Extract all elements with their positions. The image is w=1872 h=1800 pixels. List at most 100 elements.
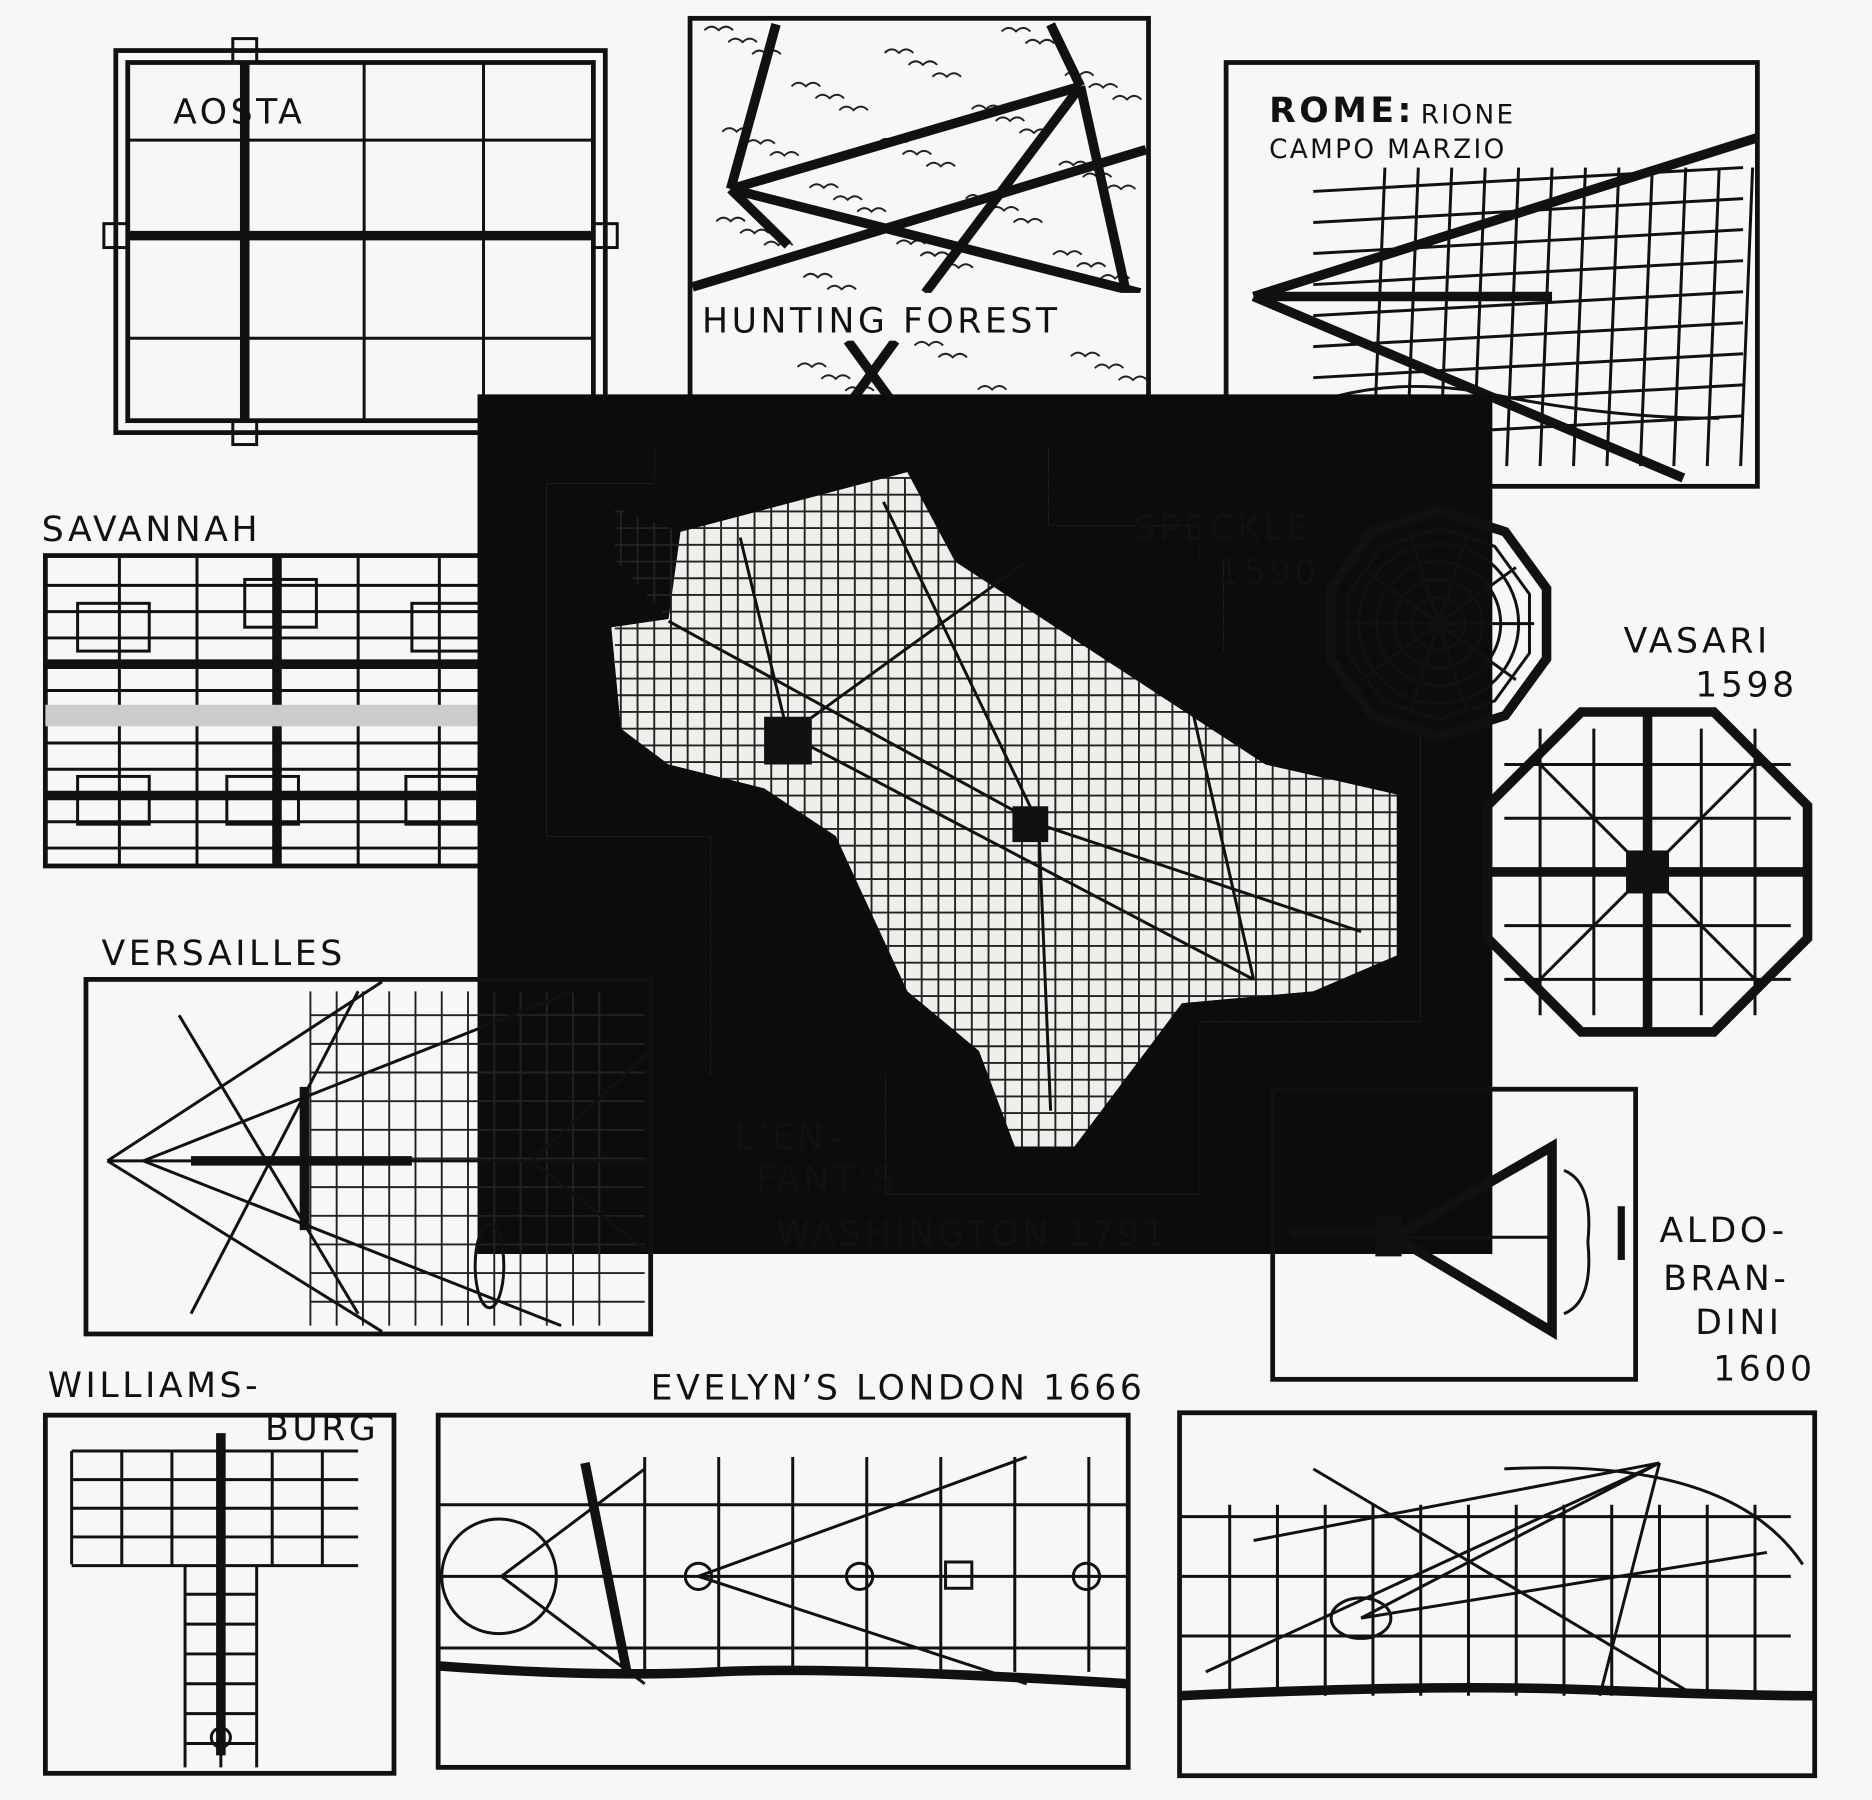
washington-avenue: [1038, 822, 1362, 934]
london-alt-avenue: [1598, 1462, 1661, 1697]
vasari-outer-wall: [1482, 707, 1813, 1037]
forest-tree-mark: [1117, 375, 1148, 382]
versailles-avenue: [106, 1159, 383, 1333]
aosta-plan: AOSTA: [102, 37, 619, 447]
forest-tree-mark: [913, 340, 944, 347]
aosta-gate: [591, 222, 619, 250]
washington-avenue: [882, 501, 1041, 825]
savannah-plan: SAVANNAH: [42, 510, 513, 869]
forest-ride: [1046, 22, 1085, 89]
forest-tree-mark: [1000, 26, 1031, 33]
forest-tree-mark: [832, 195, 863, 202]
forest-tree-mark: [820, 374, 851, 381]
speckle-plan: SPECKLE 1590: [1134, 505, 1552, 743]
forest-ride: [729, 81, 1082, 194]
forest-tree-mark: [715, 216, 746, 223]
washington-avenue: [1037, 824, 1053, 1111]
williamsburg-label-1: WILLIAMS-: [48, 1366, 261, 1406]
forest-tree-mark: [937, 352, 968, 359]
forest-tree-mark: [808, 183, 839, 190]
williamsburg-frame: [42, 1412, 397, 1776]
forest-tree-mark: [814, 93, 845, 100]
rome-street: [1313, 166, 1744, 193]
rome-street: [1313, 321, 1744, 349]
forest-tree-mark: [703, 25, 734, 32]
forest-tree-mark: [802, 272, 833, 279]
rome-rione-label: RIONE: [1421, 100, 1516, 130]
speckle-radial-street: [1407, 623, 1441, 715]
forest-tree-mark: [1076, 262, 1107, 268]
versailles-avenue: [530, 1159, 652, 1256]
london-alt-avenue: [1312, 1467, 1697, 1698]
speckle-radial-street: [1437, 566, 1517, 625]
aldo-label-3: DINI: [1695, 1303, 1782, 1343]
washington-water: [546, 448, 1421, 1195]
washington-avenue: [787, 560, 1028, 736]
hunting-forest-label: HUNTING FOREST: [702, 301, 1061, 341]
speckle-inner-wall: [1346, 526, 1531, 721]
savannah-square: [76, 601, 151, 653]
evelyn-label: EVELYN’S LONDON 1666: [651, 1369, 1146, 1409]
london-plan-alt: [1177, 1410, 1818, 1779]
forest-tree-mark: [907, 60, 938, 67]
speckle-radial-street: [1437, 532, 1470, 625]
aldo-label-2: BRAN-: [1663, 1259, 1789, 1299]
aldo-villa-detail: [1402, 1146, 1591, 1332]
forest-tree-mark: [1012, 217, 1043, 224]
lenfant-label-2: FANT’S: [756, 1160, 898, 1200]
evelyn-circus: [440, 1517, 558, 1636]
forest-tree-mark: [1058, 160, 1089, 167]
washington-presidents-house: [764, 716, 812, 765]
forest-tree-mark: [1070, 351, 1101, 358]
aosta-gate: [231, 37, 259, 64]
forest-tree-mark: [745, 139, 776, 146]
speckle-radial-street: [1437, 623, 1470, 715]
evelyn-frame: [435, 1412, 1131, 1770]
rome-via-ripetta: [1252, 133, 1759, 302]
evelyn-piazza: [844, 1561, 875, 1591]
forest-tree-mark: [838, 105, 869, 112]
forest-tree-mark: [1024, 38, 1055, 45]
evelyn-avenue: [697, 1455, 1028, 1578]
aldobrandini-plan: ALDO- BRAN- DINI 1600: [1270, 1086, 1812, 1390]
rome-street: [1505, 167, 1521, 467]
aosta-label: AOSTA: [173, 92, 305, 132]
rome-street: [1705, 167, 1721, 467]
forest-tree-mark: [796, 362, 827, 369]
washington-land: [611, 471, 1397, 1147]
forest-tree-mark: [769, 151, 800, 157]
forest-tree-mark: [1052, 250, 1083, 257]
savannah-label: SAVANNAH: [42, 510, 261, 550]
evelyn-piazza: [1071, 1561, 1102, 1591]
london-alt-avenue: [1205, 1461, 1661, 1674]
london-alt-river: [1179, 1682, 1815, 1701]
rome-street: [1313, 259, 1744, 287]
speckle-outer-wall: [1325, 505, 1552, 743]
forest-tree-mark: [1106, 184, 1137, 191]
london-alt-frame: [1177, 1410, 1818, 1779]
versailles-avenue: [142, 1159, 562, 1328]
forest-tree-mark: [727, 37, 758, 44]
forest-ride: [727, 185, 792, 249]
forest-tree-mark: [931, 72, 962, 79]
aosta-gate: [231, 419, 259, 447]
rome-label: ROME:: [1269, 91, 1415, 131]
lenfant-label-3: WASHINGTON 1791: [776, 1215, 1169, 1255]
forest-tree-mark: [925, 161, 956, 168]
versailles-frame: [83, 977, 654, 1337]
vasari-plan: VASARI 1598: [1482, 621, 1813, 1037]
versailles-avenue: [189, 990, 360, 1315]
rome-street: [1313, 228, 1744, 256]
forest-tree-mark: [995, 116, 1026, 123]
rome-campo-label: CAMPO MARZIO: [1269, 135, 1507, 165]
forest-ride: [691, 145, 1148, 292]
hunting-forest-plan: HUNTING FOREST: [687, 15, 1151, 415]
rome-street: [1313, 352, 1744, 380]
forest-tree-mark: [1112, 94, 1143, 101]
forest-label-bg: [698, 292, 1141, 341]
savannah-park-strip: [45, 704, 510, 727]
vasari-name-label: VASARI: [1624, 621, 1771, 661]
rome-street: [1572, 167, 1587, 467]
evelyn-london-plan: EVELYN’S LONDON 1666: [435, 1369, 1146, 1770]
